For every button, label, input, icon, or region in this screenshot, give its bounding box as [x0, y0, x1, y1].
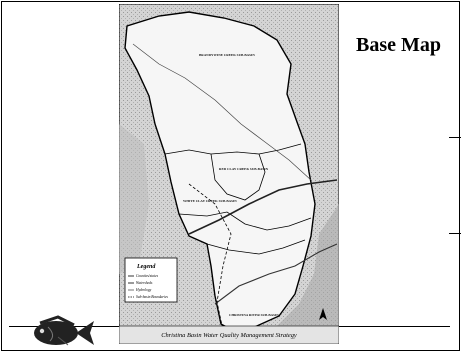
legend-title: Legend: [136, 264, 156, 270]
river-brandywine: [132, 43, 312, 181]
slide-title: Base Map: [356, 34, 441, 56]
legend-items: Counties/states Watersheds Hydrology Sub…: [128, 274, 168, 299]
right-edge-tick: [449, 233, 461, 234]
legend-item-2: Hydrology: [135, 288, 152, 292]
watershed-boundary: [124, 11, 316, 335]
legend-item-1: Watersheds: [136, 281, 153, 285]
subbasin-label-christina: CHRISTINA RIVER SUB-BASIN: [229, 313, 279, 317]
subbasin-label-white-clay: WHITE CLAY CREEK SUB-BASIN: [183, 199, 237, 203]
subbasin-boundary-north: [164, 143, 302, 155]
map-labels: BRANDYWINE CREEK SUB-BASIN RED CLAY CREE…: [183, 53, 279, 317]
legend-box: [124, 257, 178, 303]
legend-item-0: Counties/states: [136, 274, 159, 278]
subbasin-boundary-christina: [206, 239, 306, 255]
sunfish-icon: [28, 315, 98, 349]
river-main: [188, 179, 338, 235]
map-footer-text: Christina Basin Water Quality Management…: [161, 332, 297, 339]
river-christina: [214, 243, 338, 305]
subbasin-label-red-clay: RED CLAY CREEK SUB-BASIN: [219, 167, 269, 171]
state-line: [188, 183, 232, 331]
subbasin-boundary-red-clay: [210, 153, 266, 201]
subbasin-label-brandywine: BRANDYWINE CREEK SUB-BASIN: [199, 53, 255, 57]
map-footer-bar: [119, 325, 339, 344]
legend-item-3: Sub-basin Boundaries: [136, 295, 168, 299]
base-map: BRANDYWINE CREEK SUB-BASIN RED CLAY CREE…: [119, 4, 339, 344]
subbasin-boundary-white-clay: [178, 211, 312, 231]
map-shaded-region: [249, 4, 339, 344]
right-edge-tick: [449, 137, 461, 138]
map-shaded-region-left: [119, 124, 149, 274]
north-arrow-icon: [319, 308, 327, 320]
